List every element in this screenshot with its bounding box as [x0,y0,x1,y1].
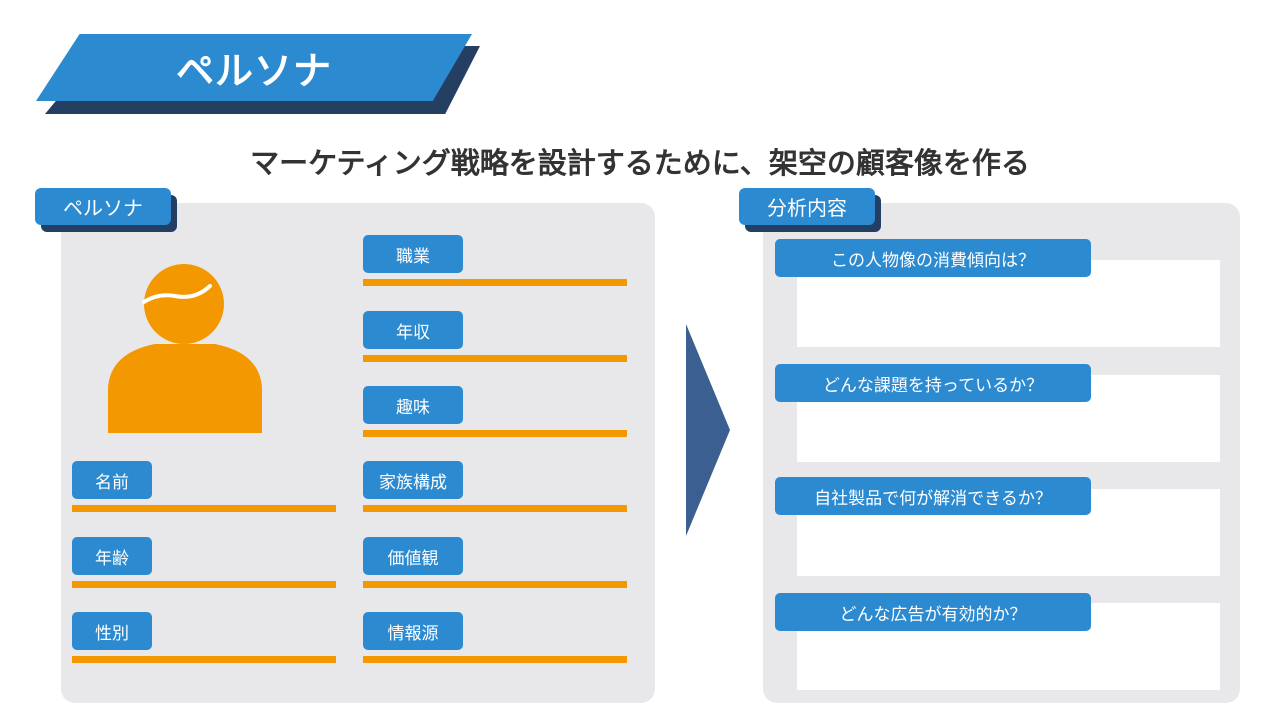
field-occupation-line [363,279,627,286]
field-family-tag: 家族構成 [363,461,463,499]
field-income-tag: 年収 [363,311,463,349]
field-age-line [72,581,336,588]
question-tag-1: この人物像の消費傾向は？ [775,239,1091,277]
page-title: ペルソナ [175,49,332,93]
question-tag-2: どんな課題を持っているか？ [775,364,1091,402]
field-hobby-tag: 趣味 [363,386,463,424]
field-income-line [363,355,627,362]
field-gender-line [72,656,336,663]
title-banner [36,34,472,101]
field-info-source-line [363,656,627,663]
field-hobby-line [363,430,627,437]
arrow-right-icon [686,324,730,536]
field-values-line [363,581,627,588]
analysis-tag: 分析内容 [739,188,875,225]
field-age-tag: 年齢 [72,537,152,575]
field-name-tag: 名前 [72,461,152,499]
field-info-source-tag: 情報源 [363,612,463,650]
field-values-tag: 価値観 [363,537,463,575]
person-icon [108,264,262,433]
field-gender-tag: 性別 [72,612,152,650]
question-tag-3: 自社製品で何が解消できるか？ [775,477,1091,515]
field-occupation-tag: 職業 [363,235,463,273]
field-family-line [363,505,627,512]
field-name-line [72,505,336,512]
subtitle: マーケティング戦略を設計するために、架空の顧客像を作る [250,146,1030,180]
persona-tag: ペルソナ [35,188,171,225]
question-tag-4: どんな広告が有効的か？ [775,593,1091,631]
